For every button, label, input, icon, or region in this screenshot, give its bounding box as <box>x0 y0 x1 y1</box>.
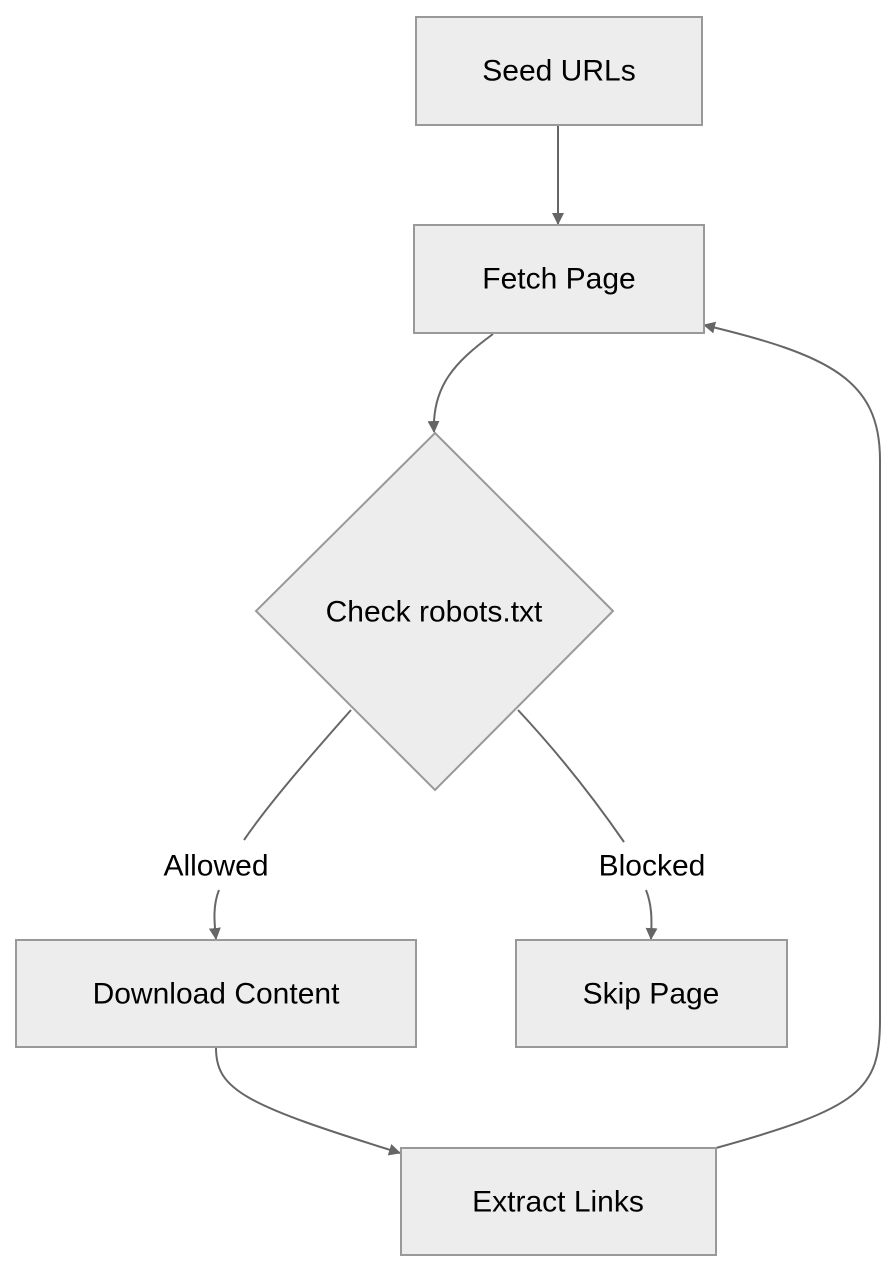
edge-blocked-label-to-skip <box>645 889 658 940</box>
edge-label-allowed-group: Allowed <box>150 845 284 885</box>
node-check-robots-label: Check robots.txt <box>326 596 543 629</box>
node-fetch-page: Fetch Page <box>413 224 705 334</box>
node-seed-urls-label: Seed URLs <box>482 55 635 88</box>
node-skip-page: Skip Page <box>515 939 788 1048</box>
node-download-content: Download Content <box>15 939 417 1048</box>
node-fetch-page-label: Fetch Page <box>482 263 635 296</box>
node-check-robots: Check robots.txt <box>254 431 615 792</box>
node-extract-links-label: Extract Links <box>472 1186 644 1219</box>
node-skip-page-label: Skip Page <box>583 978 720 1011</box>
edge-label-blocked-group: Blocked <box>585 845 718 885</box>
edge-download-to-extract <box>215 1047 401 1156</box>
edge-label-allowed: Allowed <box>163 850 268 883</box>
node-extract-links: Extract Links <box>400 1147 717 1256</box>
edge-allowed-label-to-download <box>208 889 221 940</box>
edge-label-blocked: Blocked <box>599 850 706 883</box>
edge-extract-to-fetch <box>703 321 881 1149</box>
edge-fetch-to-check <box>427 333 494 433</box>
node-seed-urls: Seed URLs <box>415 16 703 126</box>
edge-check-to-allowed-label <box>243 709 352 841</box>
node-download-content-label: Download Content <box>93 978 340 1011</box>
edge-check-to-blocked-label <box>517 709 625 843</box>
